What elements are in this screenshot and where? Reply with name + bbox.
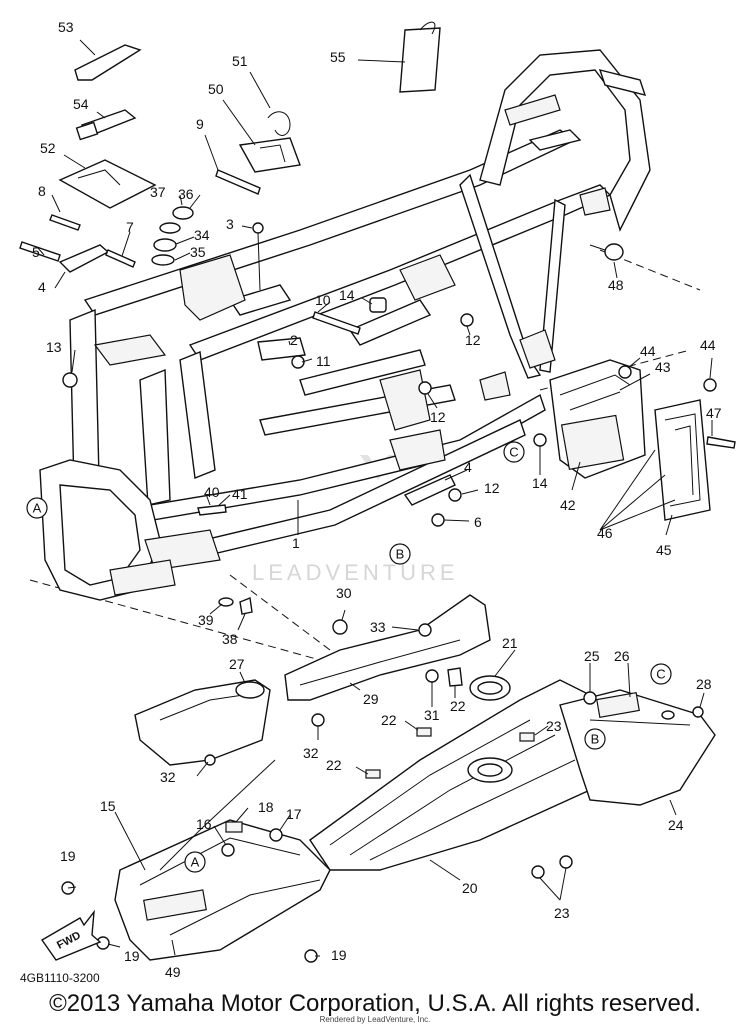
callout-48: 48 [608,277,624,293]
callout-3: 3 [226,216,234,232]
callout-19: 19 [124,948,140,964]
callout-12: 12 [484,480,500,496]
callout-1: 1 [292,535,300,551]
callout-20: 20 [462,880,478,896]
callout-22: 22 [381,712,397,728]
callout-46: 46 [597,525,613,541]
svg-text:C: C [656,667,665,682]
callout-33: 33 [370,619,386,635]
reference-marker-c: C [503,441,525,463]
callout-17: 17 [286,806,302,822]
callout-9: 9 [196,116,204,132]
callout-23: 23 [546,718,562,734]
callout-22: 22 [326,757,342,773]
callout-35: 35 [190,244,206,260]
reference-marker-c: C [650,663,672,685]
callout-27: 27 [229,656,245,672]
diagram-part-code: 4GB1110-3200 [20,971,100,985]
callout-7: 7 [126,219,134,235]
callout-45: 45 [656,542,672,558]
callout-21: 21 [502,635,518,651]
callout-51: 51 [232,53,248,69]
accessory-parts [19,21,624,615]
svg-text:A: A [33,501,42,516]
callout-38: 38 [222,631,238,647]
callout-52: 52 [40,140,56,156]
callout-4: 4 [38,279,46,295]
callout-22: 22 [450,698,466,714]
callout-39: 39 [198,612,214,628]
svg-text:B: B [396,547,405,562]
callout-6: 6 [474,514,482,530]
leader-lines [37,39,713,957]
callout-16: 16 [196,816,212,832]
parts-diagram: LEADVENTURE [19,19,736,985]
callout-50: 50 [208,81,224,97]
callout-2: 2 [290,332,298,348]
svg-text:B: B [591,732,600,747]
callout-5: 5 [32,244,40,260]
callout-36: 36 [178,186,194,202]
callout-41: 41 [232,486,248,502]
callout-55: 55 [330,49,346,65]
callout-44: 44 [700,337,716,353]
callout-28: 28 [696,676,712,692]
callout-42: 42 [560,497,576,513]
reference-marker-a: A [26,497,48,519]
callout-32: 32 [303,745,319,761]
callout-37: 37 [150,184,166,200]
callout-12: 12 [430,409,446,425]
circle-markers: A C B C B A [26,441,672,873]
reference-marker-b: B [389,543,411,565]
callout-23: 23 [554,905,570,921]
callout-18: 18 [258,799,274,815]
callout-8: 8 [38,183,46,199]
callout-40: 40 [204,484,220,500]
callout-15: 15 [100,798,116,814]
callout-53: 53 [58,19,74,35]
callout-43: 43 [655,359,671,375]
callout-14: 14 [339,287,355,303]
callout-10: 10 [315,292,331,308]
callout-12: 12 [465,332,481,348]
callout-32: 32 [160,769,176,785]
callout-11: 11 [316,353,331,369]
callout-54: 54 [73,96,89,112]
callout-26: 26 [614,648,630,664]
callout-19: 19 [331,947,347,963]
callout-31: 31 [424,707,440,723]
rendered-by-credit: Rendered by LeadVenture, Inc. [319,1015,431,1024]
callout-44: 44 [640,343,656,359]
callout-19: 19 [60,848,76,864]
callout-4: 4 [464,459,472,475]
battery-box-group [533,359,736,521]
callout-34: 34 [194,227,210,243]
main-frame [39,49,651,601]
watermark-text: LEADVENTURE [252,560,459,585]
svg-text:C: C [509,445,518,460]
reference-marker-a: A [184,851,206,873]
callout-49: 49 [165,964,181,980]
copyright-footer: ©2013 Yamaha Motor Corporation, U.S.A. A… [49,990,701,1017]
reference-marker-b: B [584,728,606,750]
callout-30: 30 [336,585,352,601]
svg-text:A: A [191,855,200,870]
callout-47: 47 [706,405,722,421]
callout-24: 24 [668,817,684,833]
callout-25: 25 [584,648,600,664]
lower-parts [61,594,716,963]
fwd-arrow: FWD [40,909,102,961]
callout-29: 29 [363,691,379,707]
callout-14: 14 [532,475,548,491]
callout-13: 13 [46,339,62,355]
